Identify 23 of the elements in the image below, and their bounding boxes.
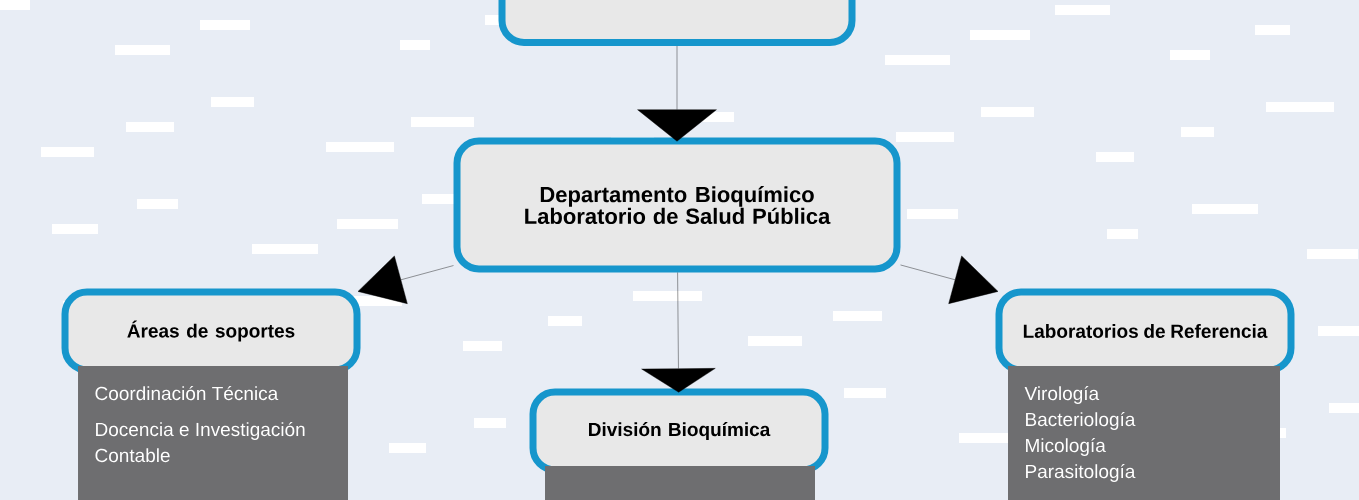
list-item: Coordinación Técnica	[95, 386, 279, 401]
arrow	[637, 45, 717, 142]
title-box	[453, 137, 901, 273]
title-box	[995, 288, 1295, 374]
list-panel	[1008, 366, 1280, 500]
empty-box	[498, 0, 856, 46]
title-box	[529, 388, 829, 474]
box-title: Laboratorios de Referencia	[1023, 324, 1268, 338]
title-box	[61, 288, 361, 374]
box-title: Departamento Bioquímico Laboratorio de Salud Pública	[525, 185, 831, 224]
list-item: Bacteriología	[1026, 412, 1136, 430]
list-panel	[78, 366, 348, 500]
arrow	[641, 272, 716, 393]
list-item: Docencia e Investigación	[96, 422, 305, 440]
box-title: Áreas de soportes	[127, 320, 295, 342]
list-item: Micología	[1026, 438, 1106, 456]
panel	[545, 466, 815, 500]
arrow	[357, 255, 454, 304]
list-item: Parasitología	[1026, 464, 1136, 482]
box-title: División Bioquímica	[589, 422, 771, 440]
arrow	[900, 255, 999, 304]
list-item: Virología	[1024, 386, 1100, 404]
list-item: Contable	[95, 448, 170, 463]
